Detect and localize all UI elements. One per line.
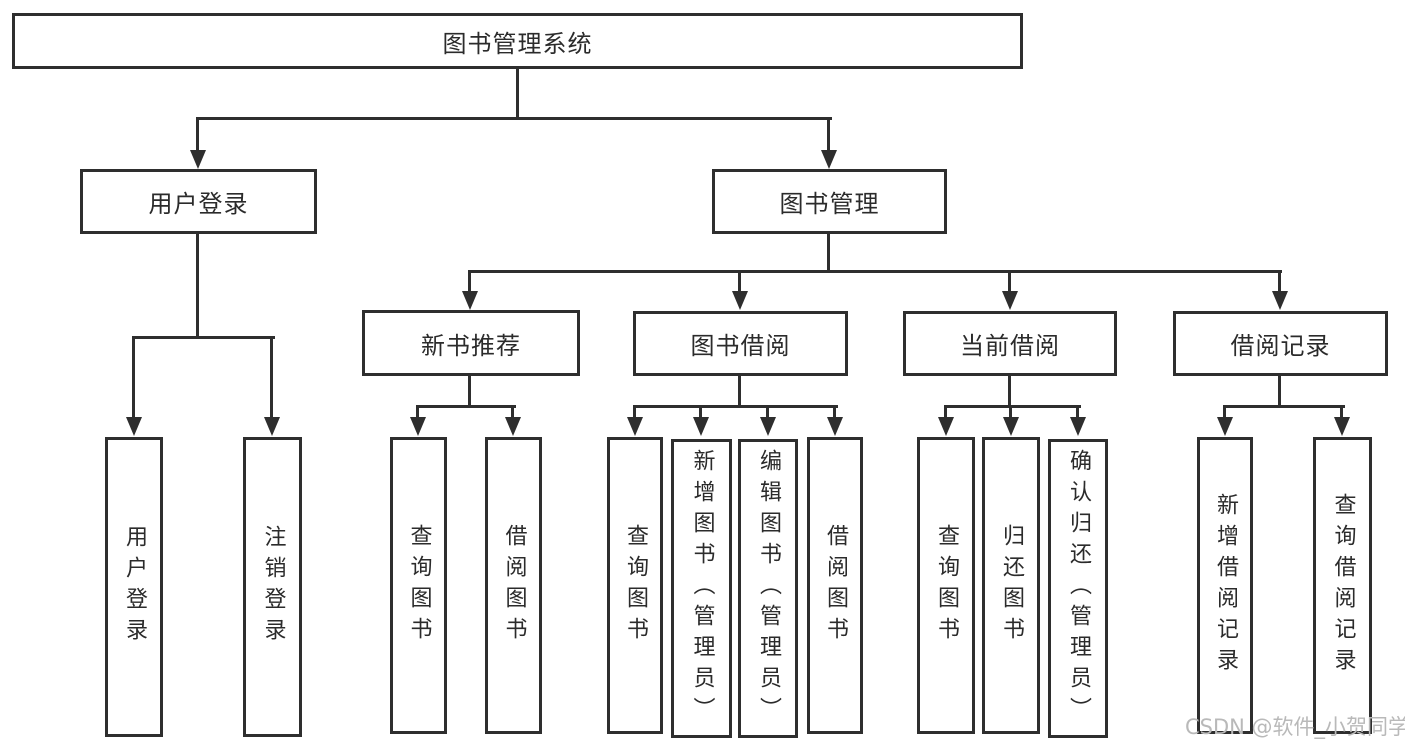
edge-line — [416, 405, 419, 421]
node-book-borrowing: 图书借阅 — [633, 311, 848, 376]
node-label: 归还图书 — [999, 523, 1024, 648]
edge-line — [1008, 374, 1011, 408]
node-add-book-admin: 新增图书（管理员） — [671, 439, 732, 738]
node-add-borrow-record: 新增借阅记录 — [1197, 437, 1253, 734]
node-edit-book-admin: 编辑图书（管理员） — [738, 439, 798, 738]
edge-line — [416, 405, 516, 408]
edge-line — [766, 405, 769, 421]
arrowhead — [1070, 417, 1086, 436]
node-label: 借阅图书 — [823, 523, 848, 648]
node-user-login-leaf: 用户登录 — [105, 437, 163, 737]
node-label: 借阅图书 — [501, 523, 527, 648]
edge-line — [132, 336, 135, 420]
node-label: 新增借阅记录 — [1213, 492, 1238, 679]
node-label: 查询图书 — [406, 523, 432, 648]
node-label: 确认归还（管理员） — [1066, 449, 1091, 728]
node-current-borrowing: 当前借阅 — [903, 311, 1117, 376]
node-logout: 注销登录 — [243, 437, 302, 737]
node-return-books: 归还图书 — [982, 437, 1040, 734]
arrowhead — [264, 417, 280, 436]
arrowhead — [760, 417, 776, 436]
edge-line — [1009, 405, 1012, 421]
node-query-books-current: 查询图书 — [917, 437, 975, 734]
arrowhead — [505, 417, 521, 436]
node-label: 新增图书（管理员） — [689, 449, 715, 728]
edge-line — [633, 405, 636, 421]
edge-line — [196, 117, 199, 153]
edge-line — [516, 68, 519, 120]
edge-line — [511, 405, 514, 421]
arrowhead — [462, 291, 478, 310]
node-new-book-recommendation: 新书推荐 — [362, 310, 580, 376]
node-label: 查询图书 — [934, 523, 959, 648]
edge-line — [1076, 405, 1079, 421]
edge-line — [1008, 270, 1011, 294]
arrowhead — [126, 417, 142, 436]
edge-line — [196, 232, 199, 339]
edge-line — [1278, 374, 1281, 408]
arrowhead — [627, 417, 643, 436]
edge-line — [1340, 405, 1343, 421]
edge-line — [827, 117, 830, 153]
edge-line — [468, 270, 471, 294]
edge-line — [944, 405, 1081, 408]
edge-line — [1223, 405, 1226, 421]
node-book-management: 图书管理 — [712, 169, 947, 234]
node-library-management-system: 图书管理系统 — [12, 13, 1023, 69]
edge-line — [738, 270, 741, 294]
edge-line — [468, 374, 471, 408]
arrowhead — [821, 150, 837, 169]
arrowhead — [732, 291, 748, 310]
edge-line — [1223, 405, 1345, 408]
node-user-login: 用户登录 — [80, 169, 317, 234]
edge-line — [1278, 270, 1281, 294]
arrowhead — [1002, 291, 1018, 310]
node-query-books-borrow: 查询图书 — [607, 437, 663, 734]
edge-line — [827, 232, 830, 273]
node-borrow-books-borrow: 借阅图书 — [807, 437, 863, 734]
arrowhead — [1272, 291, 1288, 310]
node-label: 查询图书 — [623, 523, 648, 648]
node-label: 查询借阅记录 — [1330, 492, 1356, 679]
arrowhead — [827, 417, 843, 436]
arrowhead — [190, 150, 206, 169]
node-borrowing-records: 借阅记录 — [1173, 311, 1388, 376]
edge-line — [468, 270, 1282, 273]
node-label: 用户登录 — [122, 525, 147, 649]
arrowhead — [693, 417, 709, 436]
edge-line — [944, 405, 947, 421]
arrowhead — [1217, 417, 1233, 436]
edge-line — [270, 336, 273, 420]
edge-line — [833, 405, 836, 421]
watermark: CSDN @软件_小贺同学 — [1185, 715, 1405, 739]
node-confirm-return-admin: 确认归还（管理员） — [1048, 439, 1108, 738]
node-query-borrow-record: 查询借阅记录 — [1313, 437, 1372, 734]
arrowhead — [938, 417, 954, 436]
edge-line — [196, 117, 832, 120]
node-borrow-books-recommend: 借阅图书 — [485, 437, 542, 734]
node-query-books-recommend: 查询图书 — [390, 437, 447, 734]
arrowhead — [1334, 417, 1350, 436]
edge-line — [633, 405, 838, 408]
edge-line — [699, 405, 702, 421]
node-label: 编辑图书（管理员） — [756, 449, 781, 728]
edge-line — [132, 336, 275, 339]
edge-line — [738, 374, 741, 408]
arrowhead — [1003, 417, 1019, 436]
arrowhead — [410, 417, 426, 436]
node-label: 注销登录 — [260, 525, 286, 649]
